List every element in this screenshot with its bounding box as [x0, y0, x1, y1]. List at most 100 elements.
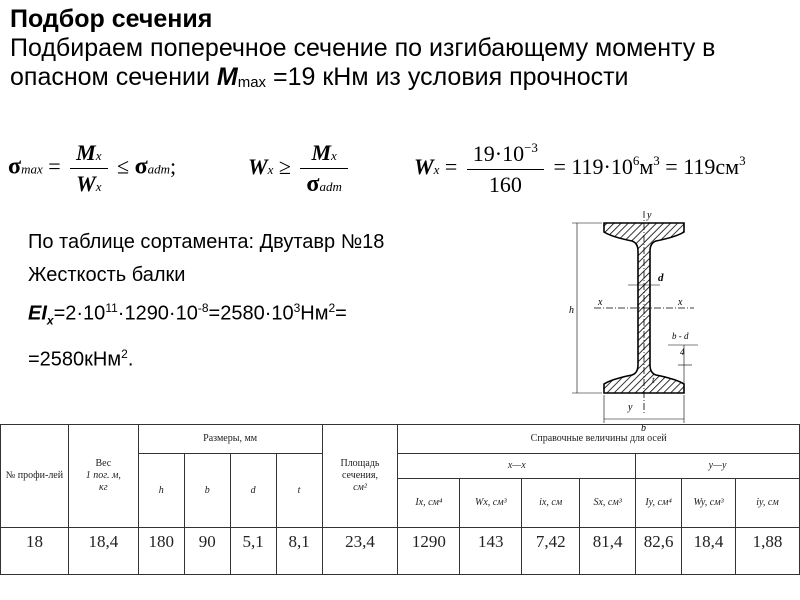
cell-h: 180: [137, 527, 185, 575]
modulus-sub: x: [95, 179, 102, 194]
cell-ix: 1290: [397, 527, 461, 575]
ei-part-b: ·1290·10: [117, 302, 198, 325]
cell-wy: 18,4: [681, 527, 736, 575]
ei-part-e: =: [335, 302, 347, 325]
ei-exp-a: 11: [105, 301, 118, 315]
mx-sub: x: [331, 148, 337, 163]
calc-unit1-exp: 3: [653, 153, 660, 169]
header-wy: Wy, см³: [681, 478, 736, 528]
info-block: По таблице сортамента: Двутавр №18 Жестк…: [28, 226, 384, 376]
sigma-den-sub: adm: [319, 179, 342, 194]
header-b: b: [183, 453, 231, 528]
calc-num: 19·10: [472, 141, 525, 166]
wx-sub: x: [267, 162, 274, 178]
header-d: d: [229, 453, 277, 528]
ei-part-c: =2580·10: [208, 302, 294, 325]
wx-var: W: [248, 154, 268, 180]
label-x-left: x: [597, 297, 603, 308]
label-t: t: [652, 375, 655, 385]
header-sx: Sx, см³: [579, 478, 637, 528]
calc-den: 160: [488, 172, 522, 197]
result-value: =2580кНм: [28, 348, 122, 371]
header-t: t: [275, 453, 323, 528]
mmax-sub: max: [237, 74, 267, 91]
ei-exp-d: 2: [328, 301, 336, 315]
label-y-top: y: [646, 210, 652, 221]
mmax-symbol: M: [216, 63, 238, 91]
cell-weight: 18,4: [67, 527, 139, 575]
info-line-stiffness: Жесткость балки: [28, 264, 186, 286]
i-beam-section-diagram: y y x x d h b b - d 4 t: [569, 210, 698, 433]
table-row: 18 18,4 180 90 5,1 8,1 23,4 1290 143 7,4…: [0, 527, 800, 575]
sigma-den: σ: [306, 171, 320, 197]
eq-sign: =: [48, 153, 61, 179]
moment-var: M: [76, 140, 96, 165]
cell-profile: 18: [0, 527, 69, 575]
cell-ry: 1,88: [735, 527, 800, 575]
label-h: h: [569, 305, 574, 316]
calc-mid: = 119·10: [553, 154, 633, 180]
header-yy-axis: y—y: [635, 453, 800, 479]
calc-fraction: 19·10−3 160: [466, 140, 544, 198]
label-b-minus-d: b - d: [672, 331, 689, 341]
header-iy: Iy, см⁴: [635, 478, 683, 528]
wx-calc-var: W: [414, 154, 434, 180]
result-exp: 2: [121, 346, 128, 361]
cell-d: 5,1: [229, 527, 277, 575]
calc-eq2: = 119см: [659, 154, 740, 180]
header-xx-axis: x—x: [397, 453, 637, 479]
strength-formula: σmax = Mx Wx ≤ σadm;: [8, 140, 176, 197]
sigma-adm-sub: adm: [147, 161, 171, 177]
header-dimensions: Размеры, мм: [137, 424, 323, 454]
ei-exp-b: -8: [197, 301, 209, 315]
header-ry: iy, см: [735, 478, 800, 528]
moment-over-sigma: Mx σadm: [300, 140, 348, 198]
leq-sign: ≤: [117, 153, 130, 179]
moment-sub: x: [95, 148, 102, 163]
calc-unit1: м: [639, 154, 654, 180]
ei-symbol: EI: [28, 302, 47, 325]
mx-var: M: [311, 140, 332, 165]
header-wx: Wx, см³: [459, 478, 523, 528]
sigma-adm-symbol: σ: [134, 153, 148, 180]
cell-iy: 82,6: [635, 527, 683, 575]
info-line-profile: По таблице сортамента: Двутавр №18: [28, 231, 385, 253]
calc-unit2-exp: 3: [739, 153, 746, 169]
sigma-symbol: σ: [8, 153, 22, 180]
calc-mid-exp: 6: [632, 153, 640, 169]
label-d: d: [658, 272, 664, 284]
ei-exp-c: 3: [293, 301, 301, 315]
cell-wx: 143: [459, 527, 523, 575]
modulus-inequality: Wx ≥ Mx σadm: [248, 140, 352, 198]
header-ix: Ix, см⁴: [397, 478, 461, 528]
intro-paragraph: Подбираем поперечное сечение по изгибающ…: [10, 34, 750, 97]
header-h: h: [137, 453, 185, 528]
header-profile: № профи-лей: [0, 424, 69, 528]
cell-area: 23,4: [321, 527, 399, 575]
semicolon: ;: [170, 153, 177, 179]
info-line-result: =2580кНм2.: [28, 338, 384, 377]
calc-num-exp: −3: [524, 140, 538, 155]
modulus-var: W: [76, 171, 96, 196]
result-dot: .: [127, 348, 134, 371]
ei-sub: x: [46, 313, 54, 328]
label-x-right: x: [677, 297, 683, 308]
calc-eq: =: [444, 154, 458, 180]
label-four: 4: [680, 347, 685, 357]
info-line-ei: EIx=2·1011·1290·10-8=2580·103Нм2=: [28, 292, 384, 338]
cell-t: 8,1: [275, 527, 323, 575]
moment-over-modulus: Mx Wx: [70, 140, 108, 197]
slide-title: Подбор сечения: [10, 5, 213, 33]
geq-sign: ≥: [278, 154, 291, 180]
cell-rx: 7,42: [521, 527, 581, 575]
header-rx: ix, см: [521, 478, 581, 528]
label-y-bottom: y: [627, 402, 633, 413]
wx-calc-sub: x: [433, 162, 440, 178]
intro-lead: Подбираем поперечное сечение по изгибающ…: [10, 34, 716, 91]
intro-tail: =19 кНм из условия прочности: [266, 63, 629, 91]
header-reference: Справочные величины для осей: [397, 424, 800, 454]
